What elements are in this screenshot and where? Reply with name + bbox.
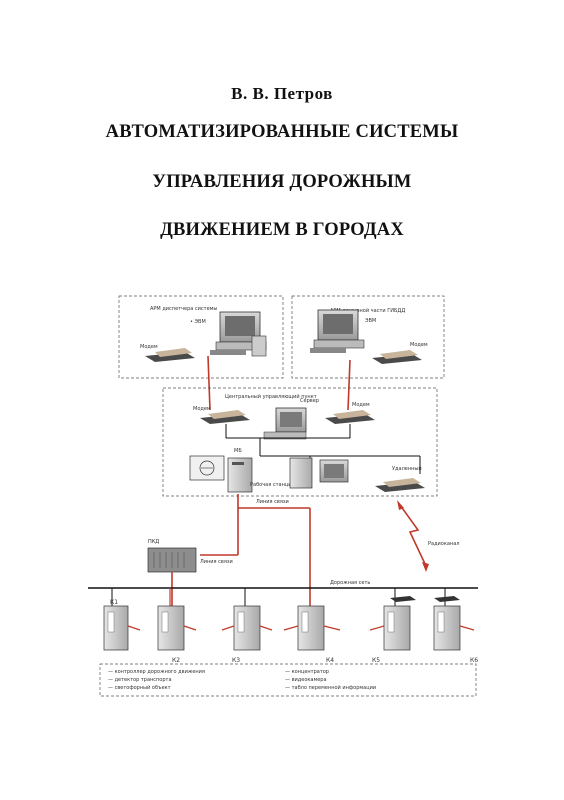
top-left-box-label: АРМ диспетчера системы	[150, 306, 217, 312]
title-line-1: АВТОМАТИЗИРОВАННЫЕ СИСТЕМЫ	[105, 122, 459, 142]
modem-top-left	[145, 348, 195, 362]
k5-label: К5	[372, 657, 380, 664]
legend-5: — видеокамера	[285, 677, 327, 683]
center-box	[162, 387, 438, 497]
server-workstation	[263, 407, 307, 440]
center-box-label: Центральный управляющий пункт	[225, 393, 317, 400]
legend-3: — светофорный объект	[108, 684, 171, 691]
k3-label: К3	[232, 657, 240, 664]
k1-label: К1	[110, 599, 118, 606]
legend-2: — детектор транспорта	[108, 677, 172, 683]
plotter-device	[189, 455, 225, 481]
ws-right-caption: ЭВМ	[365, 318, 376, 324]
controller-k2	[157, 588, 197, 651]
controller-k3	[221, 588, 273, 651]
controllers-row	[103, 588, 475, 651]
modem-center-left	[200, 410, 250, 424]
modem-b-label: Модем	[410, 342, 428, 348]
modem-d-label: Модем	[352, 402, 370, 408]
ws-left-caption: • ЭВМ	[190, 319, 206, 325]
legend-1: — контроллер дорожного движения	[108, 669, 205, 675]
modem-remote	[375, 478, 425, 492]
concentrator	[147, 547, 197, 573]
k2-label: К2	[172, 657, 180, 664]
workstation-caption: Рабочая станция	[250, 482, 295, 488]
workstation-top-right	[310, 309, 365, 353]
legend-4: — концентратор	[285, 669, 329, 675]
network-label: Дорожная сеть	[330, 580, 370, 586]
controller-k4	[283, 605, 341, 651]
controller-k5	[369, 588, 416, 651]
server-cabinet	[227, 457, 253, 493]
workstation-top-left	[210, 311, 267, 357]
author-name: В. В. Петров	[231, 84, 333, 103]
top-right-box-label: АРМ дежурной части ГИБДД	[330, 307, 405, 314]
radio-label: Радиоканал	[428, 541, 459, 547]
legend-box	[99, 663, 477, 697]
k4-label: К4	[326, 657, 334, 664]
controller-k6	[433, 588, 475, 651]
title-line-2: управления дорожным	[152, 172, 412, 192]
top-left-box	[118, 295, 284, 379]
title-line-3: движением в городах	[160, 220, 404, 240]
controller-k1	[103, 588, 141, 651]
k6-label: К6	[470, 657, 478, 664]
modem-top-right	[372, 350, 422, 364]
workstation-2	[289, 457, 349, 489]
modem-center-right	[325, 410, 375, 424]
radio-zigzag	[399, 504, 427, 567]
link-label: Линия связи	[256, 499, 289, 505]
top-right-box	[291, 295, 445, 379]
concentrator-label: ПКД	[148, 539, 159, 545]
modem-a-label: Модем	[140, 344, 158, 350]
cabinet-label: МБ	[234, 448, 242, 454]
modem-c-label: Модем	[193, 406, 211, 412]
concentrator-caption: Линия связи	[200, 559, 233, 565]
modem-e-label: Удаленный	[392, 465, 422, 472]
legend-6: — табло переменной информации	[285, 684, 376, 691]
server-label: Сервер	[300, 398, 319, 404]
